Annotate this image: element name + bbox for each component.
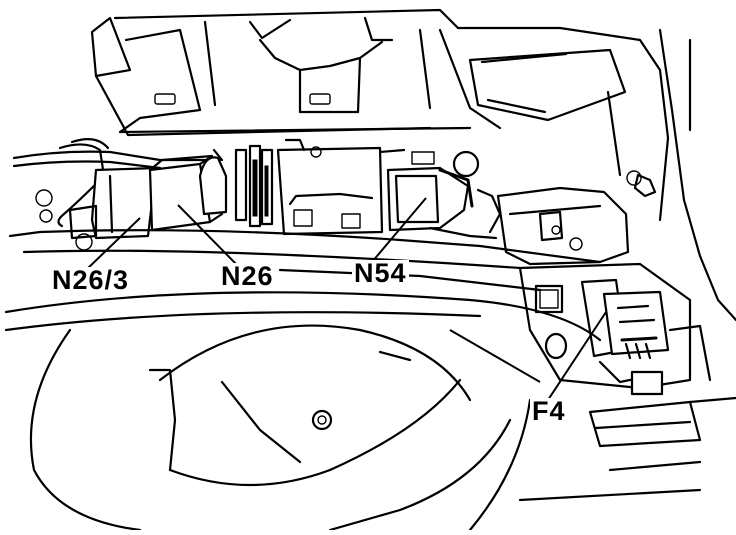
label-n26-3: N26/3 xyxy=(50,265,132,295)
label-f4: F4 xyxy=(530,396,568,426)
floor-panels xyxy=(8,229,736,502)
leader-f4-2 xyxy=(449,329,541,383)
rear-shelf-structure xyxy=(90,8,736,322)
center-relay-block xyxy=(198,138,406,236)
wiring-harness xyxy=(12,137,222,251)
spare-wheel-well xyxy=(4,291,602,532)
fuse-block-f4 xyxy=(518,262,712,396)
leader-f4 xyxy=(547,311,607,401)
leader-n54 xyxy=(371,197,427,263)
module-n54 xyxy=(386,150,502,240)
label-n54: N54 xyxy=(352,258,409,288)
leader-n26 xyxy=(177,204,239,267)
right-compartment xyxy=(496,170,642,266)
leader-lines xyxy=(85,197,607,401)
leader-n26-3 xyxy=(85,217,141,271)
label-n26: N26 xyxy=(219,261,276,291)
module-n26-3 xyxy=(68,166,158,240)
